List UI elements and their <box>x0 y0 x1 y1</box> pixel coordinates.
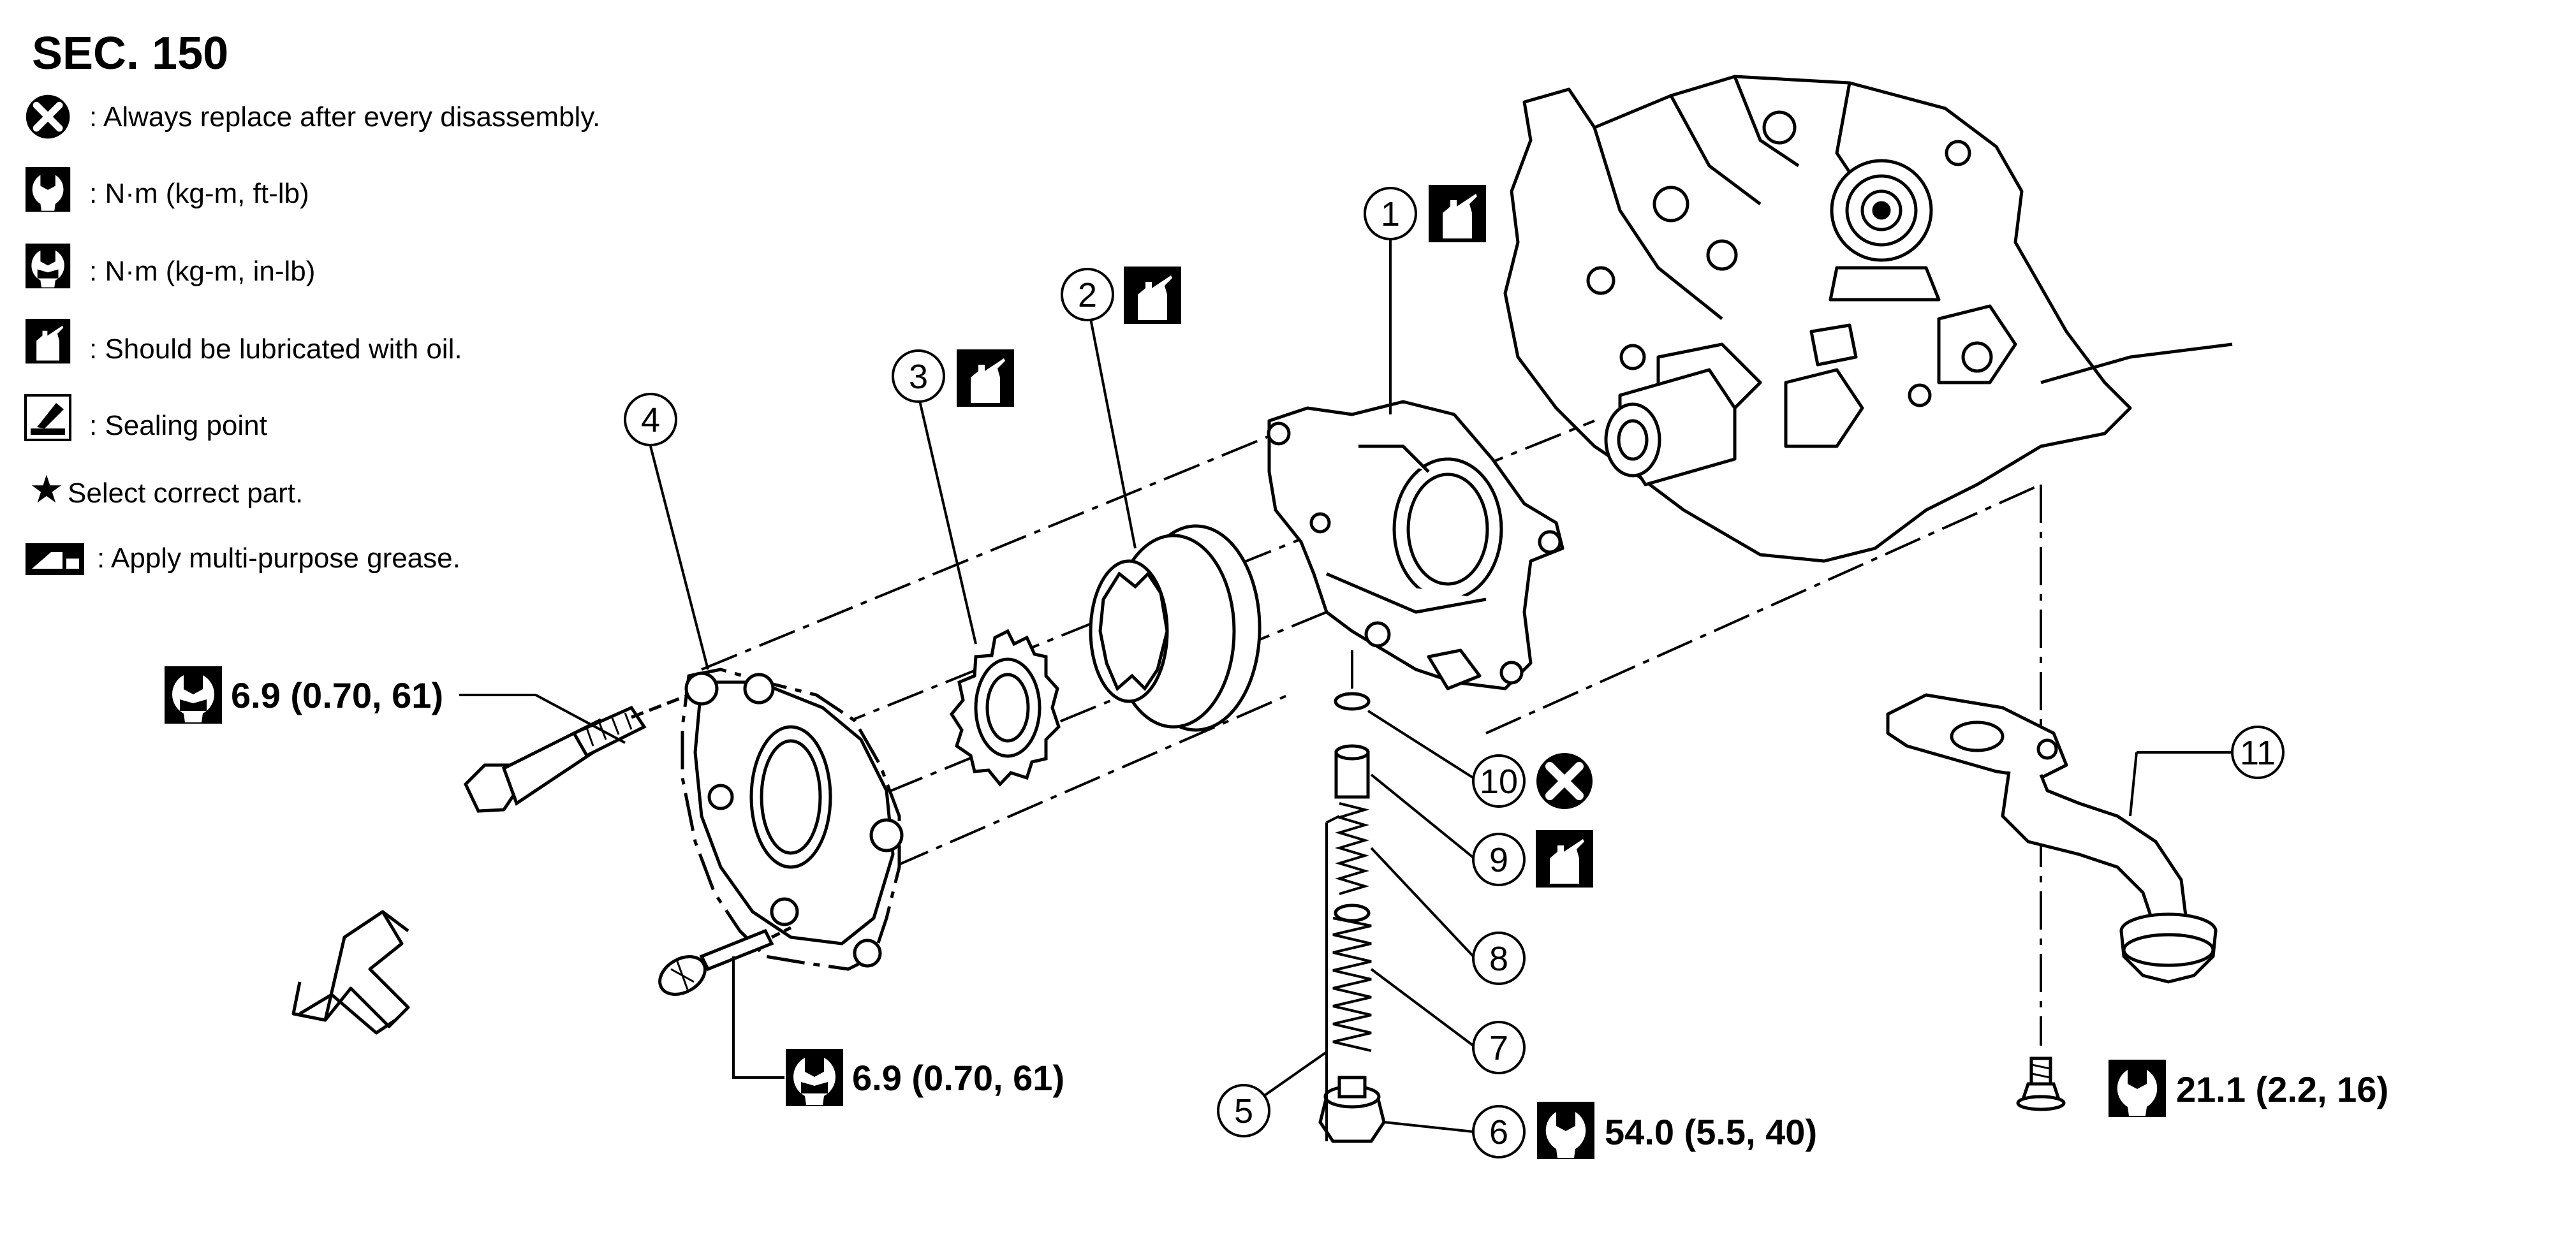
callout-9 <box>1472 833 1526 886</box>
callout-label: 1 <box>1381 195 1400 233</box>
torque-strainer: 21.1 (2.2, 16) <box>2109 1060 2388 1117</box>
callout-6 <box>1472 1105 1526 1158</box>
callout-label: 6 <box>1489 1113 1508 1151</box>
torque-inlb-icon <box>26 244 71 289</box>
strainer-bolt <box>2016 1056 2066 1111</box>
legend-item: : Sealing point <box>89 410 267 441</box>
o-ring <box>1334 692 1371 711</box>
callout-4 <box>624 393 677 446</box>
legend-item: : Should be lubricated with oil. <box>89 333 462 365</box>
callout-label: 3 <box>909 358 928 396</box>
callouts <box>624 187 2285 1158</box>
torque-ftlb-icon <box>26 167 71 212</box>
legend-item: : N·m (kg-m, in-lb) <box>89 256 315 287</box>
torque-bolt: 6.9 (0.70, 61) <box>165 666 443 724</box>
torque-inlb-icon <box>786 1049 843 1106</box>
replace-icon <box>26 95 70 139</box>
callout-10 <box>1472 754 1526 808</box>
callout-labels: 1 2 3 4 5 6 7 8 9 10 11 <box>641 195 2276 1151</box>
callout-label: 7 <box>1489 1029 1508 1067</box>
torque-ftlb-icon <box>2109 1060 2166 1117</box>
callout-label: 5 <box>1234 1092 1253 1130</box>
replace-icon <box>1536 753 1593 809</box>
oil-can-icon <box>26 319 71 364</box>
inner-rotor <box>949 629 1061 787</box>
leader-lines <box>459 239 2232 1133</box>
oil-pump-body <box>1267 400 1564 691</box>
callout-label: 8 <box>1489 940 1508 978</box>
callout-7 <box>1472 1021 1526 1074</box>
torque-value: 21.1 (2.2, 16) <box>2176 1069 2388 1109</box>
front-arrow-icon <box>291 910 410 1035</box>
cover-screw <box>658 926 792 996</box>
torque-value: 6.9 (0.70, 61) <box>231 675 443 715</box>
callout-11 <box>2231 726 2285 779</box>
torque-value: 6.9 (0.70, 61) <box>852 1058 1064 1098</box>
legend-item: : N·m (kg-m, ft-lb) <box>89 178 309 209</box>
torque-screw: 6.9 (0.70, 61) <box>786 1049 1064 1106</box>
torque-inlb-icon <box>165 666 222 724</box>
callout-3 <box>892 349 945 403</box>
spring-seat <box>1334 903 1371 923</box>
spring-large <box>1332 917 1372 1052</box>
bracket-5 <box>1262 815 1340 1141</box>
torque-value: 54.0 (5.5, 40) <box>1605 1112 1817 1152</box>
callout-8 <box>1472 932 1526 985</box>
legend: : Always replace after every disassembly… <box>26 95 600 575</box>
callout-2 <box>1061 268 1114 321</box>
oil-pump-cover <box>681 668 904 971</box>
oil-can-icon <box>1429 185 1486 242</box>
section-title: SEC. 150 <box>32 28 228 79</box>
torque-plug: 54.0 (5.5, 40) <box>1537 1102 1817 1159</box>
callout-label: 4 <box>641 401 660 439</box>
callout-label: 10 <box>1480 763 1518 801</box>
oil-can-icon <box>1124 267 1181 324</box>
callout-1 <box>1364 187 1417 240</box>
legend-item: Select correct part. <box>68 478 303 509</box>
callout-5 <box>1217 1084 1270 1137</box>
callout-label: 2 <box>1078 276 1097 314</box>
callout-label: 9 <box>1489 841 1508 879</box>
legend-item: : Always replace after every disassembly… <box>89 101 600 133</box>
relief-valve-parts <box>1318 692 1386 1143</box>
outer-rotor <box>1089 524 1262 732</box>
spring-small <box>1335 802 1370 895</box>
oil-strainer <box>1886 693 2218 984</box>
star-icon: ★ <box>29 468 64 511</box>
oil-can-icon <box>1536 830 1593 888</box>
engine-block <box>1503 75 2233 563</box>
oil-can-icon <box>957 349 1014 407</box>
sealing-icon <box>24 394 71 441</box>
callout-label: 11 <box>2240 734 2276 772</box>
grease-icon <box>26 543 84 575</box>
torque-ftlb-icon <box>1537 1102 1594 1159</box>
legend-item: : Apply multi-purpose grease. <box>97 543 460 574</box>
cover-bolt <box>463 693 689 813</box>
